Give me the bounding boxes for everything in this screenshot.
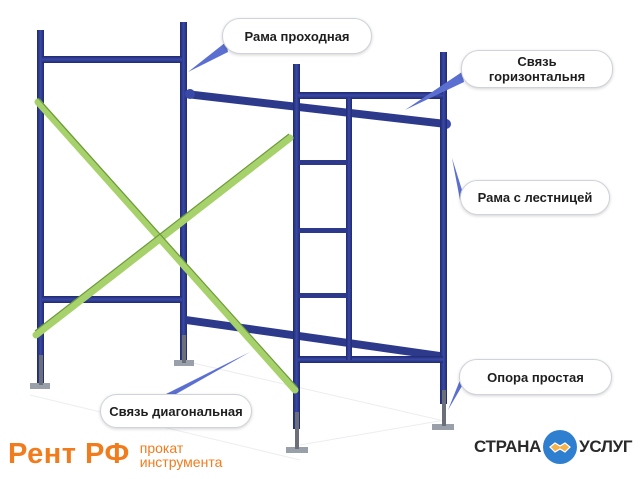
- callout-svyaz-gorizontalnaya-line2: горизонтальня: [488, 69, 586, 84]
- brand-strana-uslug-logo: СТРАНА УСЛУГ: [474, 430, 633, 464]
- brand-rent-rf-subtitle-line1: прокат: [139, 439, 184, 456]
- callout-svyaz-diagonalnaya: Связь диагональная: [100, 394, 252, 428]
- frame-passage: [30, 22, 194, 389]
- brand-strana-uslug-part2: УСЛУГ: [579, 437, 633, 456]
- frame-ladder: [286, 52, 454, 453]
- diagonal-braces-edge: [34, 97, 298, 388]
- brand-rent-rf-logo: Рент РФ прокат инструмента: [8, 438, 222, 471]
- callout-svyaz-gorizontalnaya-line1: Связь: [517, 54, 557, 69]
- brand-rent-rf-subtitle-line2: инструмента: [139, 453, 223, 470]
- brand-rent-rf-name: Рент РФ: [8, 438, 130, 470]
- callout-rama-prohodnaya: Рама проходная: [222, 18, 372, 54]
- diagonal-braces: [32, 98, 299, 394]
- handshake-icon: [543, 430, 578, 464]
- callout-rama-s-lestnicey: Рама с лестницей: [460, 180, 610, 215]
- horizontal-ties: [185, 89, 451, 360]
- brand-rent-rf-subtitle: прокат инструмента: [140, 441, 223, 469]
- brand-strana-uslug-part1: СТРАНА: [474, 437, 542, 456]
- callout-svyaz-gorizontalnaya: Связь горизонтальня: [461, 50, 613, 88]
- callout-opora-prostaya: Опора простая: [459, 359, 612, 395]
